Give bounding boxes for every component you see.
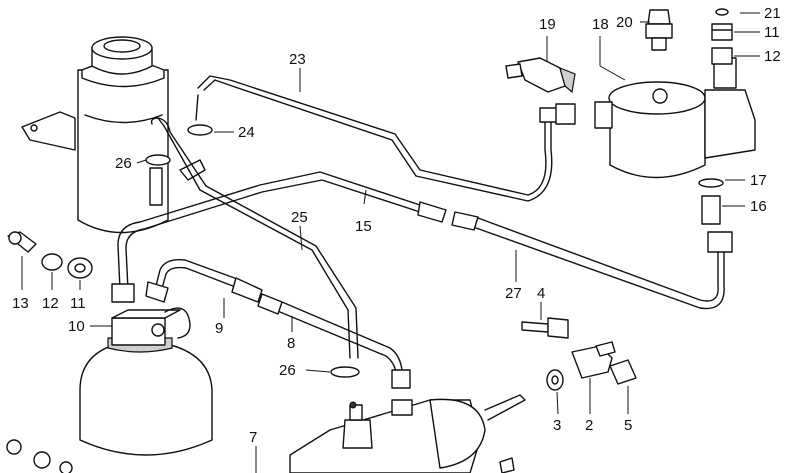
callout-26: 26	[115, 155, 132, 172]
callout-15: 15	[355, 218, 372, 235]
callout-18: 18	[592, 16, 609, 33]
callout-20: 20	[616, 14, 633, 31]
line-27	[451, 211, 733, 310]
callout-21: 21	[764, 5, 781, 22]
hydraulic-valve-unit	[594, 57, 756, 179]
small-parts-stack	[698, 8, 733, 225]
callout-11-left: 11	[70, 295, 86, 312]
sensor-20	[645, 9, 673, 51]
pressure-accumulator	[79, 307, 213, 456]
callout-17: 17	[750, 172, 767, 189]
master-cylinder	[289, 394, 526, 473]
pressure-switch-19	[505, 57, 576, 94]
callout-27: 27	[505, 285, 522, 302]
callout-12: 12	[764, 48, 781, 65]
callout-12-left: 12	[42, 295, 59, 312]
leader-lines	[21, 12, 760, 473]
line-23	[195, 75, 576, 202]
callout-19: 19	[539, 16, 556, 33]
callout-24: 24	[238, 124, 255, 141]
line-9	[145, 259, 263, 303]
callout-2: 2	[585, 417, 593, 434]
callout-23: 23	[289, 51, 306, 68]
callout-8: 8	[287, 335, 295, 352]
callout-5: 5	[624, 417, 632, 434]
callout-11: 11	[764, 24, 780, 41]
callout-16: 16	[750, 198, 767, 215]
callout-25: 25	[291, 209, 308, 226]
callout-13: 13	[12, 295, 29, 312]
callout-labels: 21 19 18 20 11 23 12 24 26 17 16 25 15 2…	[12, 5, 781, 446]
line-25	[150, 117, 359, 359]
callout-9: 9	[215, 320, 223, 337]
line-15	[111, 171, 447, 303]
callout-26-lower: 26	[279, 362, 296, 379]
fluid-reservoir	[21, 36, 206, 234]
callout-4: 4	[537, 285, 545, 302]
hose-clamps	[145, 124, 360, 378]
callout-3: 3	[553, 417, 561, 434]
loose-fittings	[6, 231, 93, 473]
line-8	[257, 293, 411, 389]
push-rod-parts	[499, 317, 637, 473]
callout-7: 7	[249, 429, 257, 446]
callout-10: 10	[68, 318, 85, 335]
